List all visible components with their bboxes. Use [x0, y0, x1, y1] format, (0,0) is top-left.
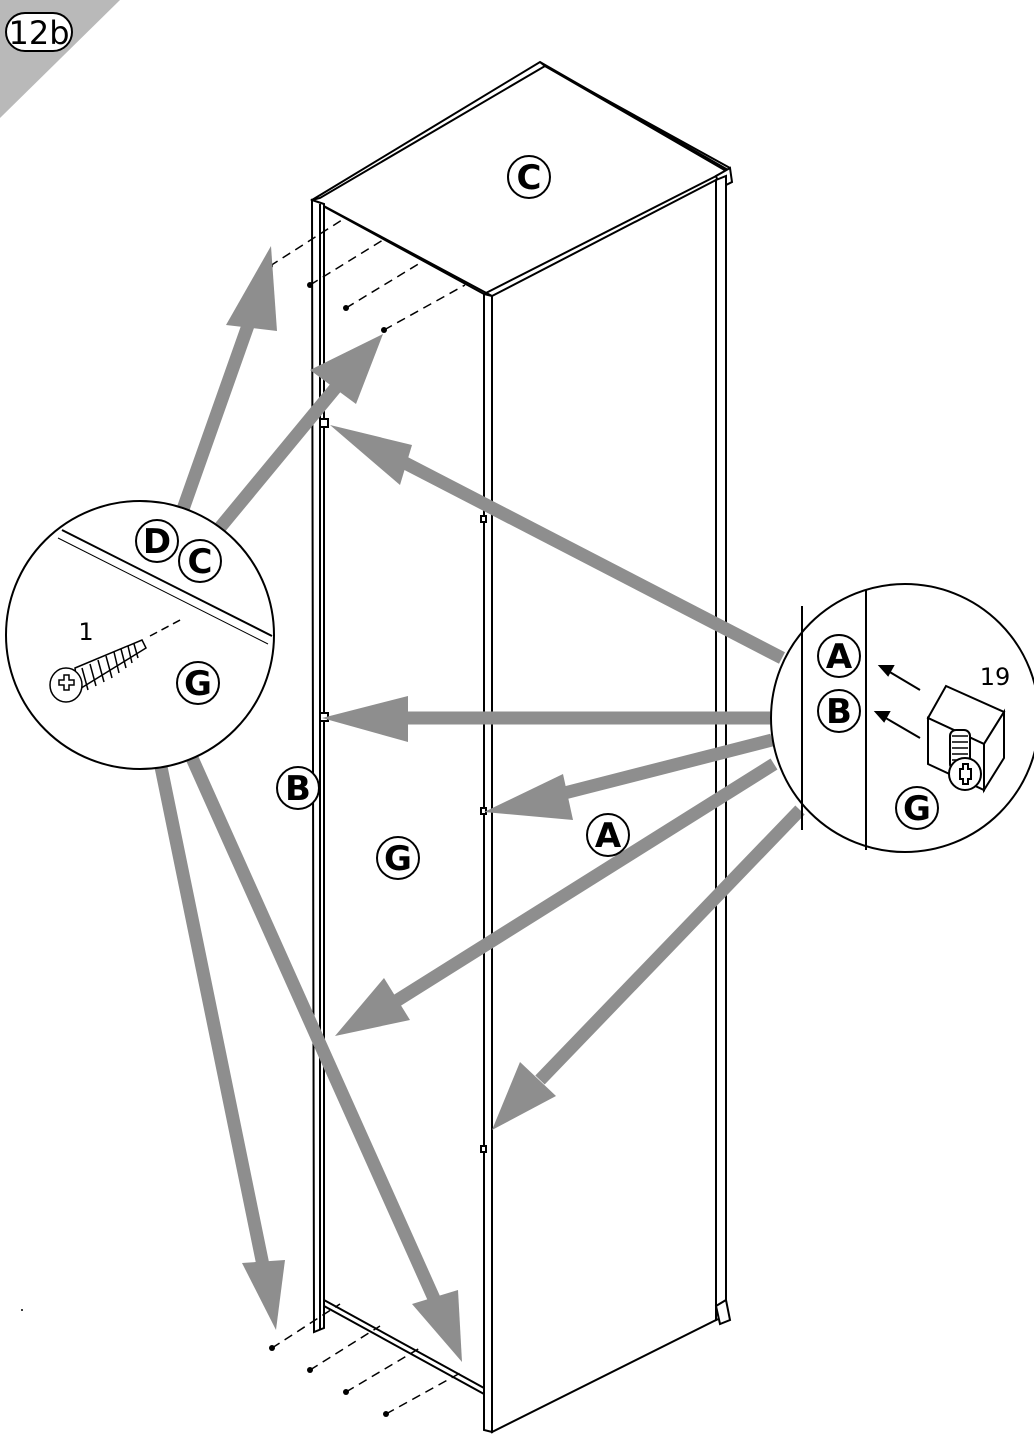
panel-labels: C B A G: [276, 155, 630, 880]
bracket-icon: [926, 684, 1006, 794]
step-number: 12b: [8, 14, 69, 52]
screw-guides-top: [269, 217, 466, 331]
cabinet: [309, 60, 734, 1434]
label-back-panel: G: [384, 839, 412, 879]
screw-icon: [49, 639, 147, 703]
right-side-panel-a: [483, 292, 493, 1434]
detail-bracket-label-b: B: [826, 692, 852, 732]
screw-guides-bottom: [271, 1303, 463, 1415]
label-left-side: B: [285, 769, 311, 809]
detail-screw-label-d: D: [143, 522, 171, 562]
detail-screw: D C G 1: [5, 500, 275, 770]
bracket-part-number: 19: [980, 663, 1011, 691]
screw-part-number: 1: [78, 618, 93, 646]
detail-bracket: A B G 19: [770, 583, 1034, 853]
bracket-markers: [319, 418, 487, 1153]
detail-bracket-label-a: A: [826, 637, 853, 677]
step-badge: 12b: [0, 0, 120, 118]
label-top-panel: C: [517, 158, 542, 198]
label-right-side: A: [595, 816, 622, 856]
detail-screw-label-c: C: [188, 542, 213, 582]
direction-arrows: [153, 246, 805, 1362]
detail-screw-label-g: G: [184, 664, 212, 704]
detail-bracket-label-g: G: [903, 789, 931, 829]
